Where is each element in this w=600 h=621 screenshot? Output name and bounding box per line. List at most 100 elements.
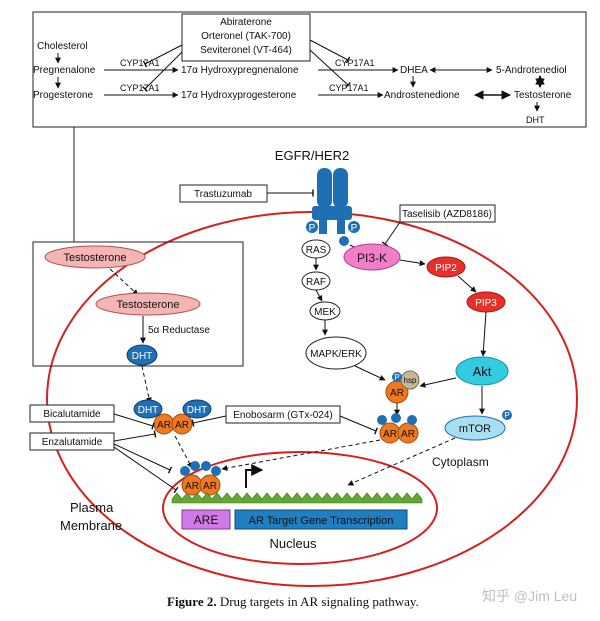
mapk-erk-label: MAPK/ERK xyxy=(310,349,362,360)
cyp-label-2: CYP17A1 xyxy=(120,83,160,93)
inhibit-line-1 xyxy=(142,44,183,68)
mtor-phospho xyxy=(502,410,512,420)
pip2-node xyxy=(426,256,466,278)
dht-complex-label-1: DHT xyxy=(138,405,159,416)
p-mtor: P xyxy=(504,411,509,420)
bicalutamide-label: Bicalutamide xyxy=(43,409,101,420)
dht-node xyxy=(126,344,158,366)
dna-strand xyxy=(171,492,423,504)
enobosarm-box xyxy=(225,405,341,424)
dht-ar-complex xyxy=(133,399,212,435)
are-label: ARE xyxy=(194,513,219,527)
orteronel-label: Orteronel (TAK-700) xyxy=(201,31,291,42)
testosterone-label-1: Testosterone xyxy=(64,252,127,264)
abiraterone-label: Abiraterone xyxy=(220,17,272,28)
transcription-start-arrow xyxy=(245,464,264,488)
cholesterol-label: Cholesterol xyxy=(37,41,88,52)
arrow-complex-nucleus xyxy=(174,435,193,469)
dht-label: DHT xyxy=(132,351,153,362)
p-ar-cyto: P xyxy=(394,373,399,382)
egfr-her2-label: EGFR/HER2 xyxy=(275,148,349,163)
pi3k-label: PI3-K xyxy=(357,251,387,265)
ar-target-box xyxy=(234,509,408,530)
nucleus-label: Nucleus xyxy=(270,536,317,551)
cyp-label-3: CYP17A1 xyxy=(335,58,375,68)
arrow-raf-mek xyxy=(315,289,323,302)
akt-label: Akt xyxy=(473,364,492,379)
ar-cyto-phospho xyxy=(392,372,402,382)
enzalutamide-box xyxy=(29,432,115,451)
watermark: 知乎 @Jim Leu xyxy=(482,588,577,604)
pi3k-node xyxy=(343,243,401,271)
arrow-dht-ar xyxy=(141,365,152,404)
androtenediol-label: 5-Androtenediol xyxy=(496,65,567,76)
ar-complex-label-1: AR xyxy=(157,420,171,431)
seviteronel-label: Seviteronel (VT-464) xyxy=(200,45,292,56)
trastuzumab-label: Trastuzumab xyxy=(194,189,252,200)
ar-dimer-right-label-2: AR xyxy=(401,429,415,440)
enzalutamide-inhibit-3 xyxy=(113,446,179,494)
membrane-label: Membrane xyxy=(60,518,122,533)
enobosarm-inhibit-1 xyxy=(191,415,227,427)
steroid-synthesis-panel xyxy=(32,11,587,128)
arrow-mapk-ar xyxy=(354,365,386,381)
ar-complex-label-2: AR xyxy=(175,420,189,431)
hydroxyprogesterone-label: 17α Hydroxyprogesterone xyxy=(181,90,297,101)
ar-nucleus-label-1: AR xyxy=(185,481,199,492)
pregnenalone-label: Pregnenalone xyxy=(33,65,96,76)
dhea-label: DHEA xyxy=(400,65,428,76)
mek-label: MEK xyxy=(314,307,336,318)
egfr-her2-receptor: P P xyxy=(306,168,360,246)
mtor-label: mTOR xyxy=(459,423,491,435)
arrow-akt-ar xyxy=(419,377,457,388)
arrow-par-nucleus xyxy=(221,439,381,471)
ar-dimer-right xyxy=(377,413,419,444)
cyp17-inhibitor-box xyxy=(181,13,311,62)
plasma-label: Plasma xyxy=(70,500,114,515)
p-egfr-1: P xyxy=(309,223,316,234)
caption-prefix: Figure 2. xyxy=(167,594,217,609)
arrow-mtor-nucleus xyxy=(347,437,456,486)
progesterone-label: Progesterone xyxy=(33,90,93,101)
p-egfr-2: P xyxy=(351,223,358,234)
testosterone-conversion-box xyxy=(32,241,244,367)
enzalutamide-inhibit-2 xyxy=(113,443,173,474)
nucleus-membrane xyxy=(162,451,438,565)
taselisib-box xyxy=(399,204,496,223)
are-box xyxy=(181,509,231,530)
dht-top-label: DHT xyxy=(526,115,545,125)
inhibit-line-2 xyxy=(142,51,183,92)
caption-text: Drug targets in AR signaling pathway. xyxy=(217,594,419,609)
ar-cytoplasm-label: AR xyxy=(390,388,404,399)
inhibit-line-3 xyxy=(309,39,351,64)
cytoplasm-label: Cytoplasm xyxy=(432,455,489,469)
ar-dimer-nucleus xyxy=(180,461,221,496)
ras-label: RAS xyxy=(306,245,327,256)
hydroxypregnenalone-label: 17α Hydroxypregnenalone xyxy=(181,65,299,76)
ar-dimer-right-label-1: AR xyxy=(383,429,397,440)
enzalutamide-label: Enzalutamide xyxy=(42,437,103,448)
pip2-label: PIP2 xyxy=(435,263,457,274)
testosterone-node-1 xyxy=(44,245,146,269)
pip3-label: PIP3 xyxy=(475,298,497,309)
arrow-pip3-akt xyxy=(480,311,487,357)
testosterone-label-2: Testosterone xyxy=(117,299,180,311)
akt-node xyxy=(455,356,509,386)
cyp-label-1: CYP17A1 xyxy=(120,58,160,68)
arrow-pi3k-pip2 xyxy=(399,259,426,267)
inhibit-line-4 xyxy=(309,49,351,89)
enobosarm-inhibit-2 xyxy=(339,415,378,435)
testosterone-top-label: Testosterone xyxy=(514,90,572,101)
ar-target-label: AR Target Gene Transcription xyxy=(249,515,394,527)
taselisib-label: Taselisib (AZD8186) xyxy=(402,209,492,220)
arrow-testosterone-transport xyxy=(109,268,139,296)
reductase-label: 5α Reductase xyxy=(148,325,210,336)
raf-label: RAF xyxy=(306,277,326,288)
androstenedione-label: Androstenedione xyxy=(384,90,460,101)
figure-caption: Figure 2. Drug targets in AR signaling p… xyxy=(167,594,419,609)
dht-complex-label-2: DHT xyxy=(187,405,208,416)
enzalutamide-inhibit-1 xyxy=(113,430,157,442)
cyp-label-4: CYP17A1 xyxy=(329,83,369,93)
plasma-membrane xyxy=(46,211,578,587)
mtor-node xyxy=(444,415,506,441)
